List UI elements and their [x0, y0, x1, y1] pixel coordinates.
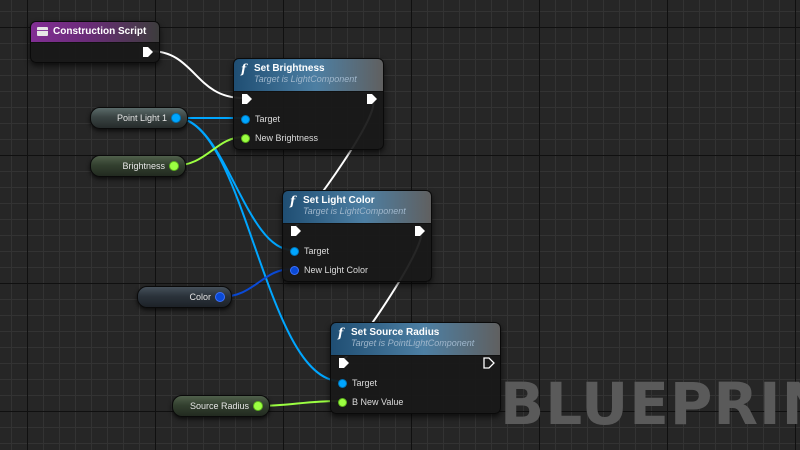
construction-script-node[interactable]: Construction Script	[30, 21, 160, 63]
node-header: f Set Source Radius Target is PointLight…	[331, 323, 500, 356]
color-pin[interactable]	[216, 293, 224, 301]
new-brightness-pin-row[interactable]: New Brightness	[242, 133, 318, 143]
node-subtitle: Target is PointLightComponent	[351, 338, 475, 348]
target-pin-row[interactable]: Target	[339, 378, 377, 388]
exec-out-pin[interactable]	[415, 226, 425, 236]
pin-label: New Brightness	[255, 133, 319, 143]
set-brightness-node[interactable]: f Set Brightness Target is LightComponen…	[233, 58, 384, 150]
node-title: Construction Script	[53, 26, 147, 37]
source-radius-variable-node[interactable]: Source Radius	[172, 395, 270, 417]
variable-label: Color	[189, 292, 211, 302]
exec-out-pin[interactable]	[367, 94, 377, 104]
node-header: f Set Brightness Target is LightComponen…	[234, 59, 383, 92]
exec-out-pin-unconnected[interactable]	[483, 357, 495, 369]
pin-label: Target	[255, 114, 281, 124]
exec-in-pin[interactable]	[242, 94, 252, 104]
variable-label: Brightness	[122, 161, 165, 171]
object-pin[interactable]	[291, 247, 298, 255]
target-pin-row[interactable]: Target	[242, 114, 280, 124]
object-wire-to-radius-target[interactable]	[175, 117, 341, 382]
variable-label: Source Radius	[189, 401, 249, 411]
brightness-variable-node[interactable]: Brightness	[90, 155, 186, 177]
pin-label: B New Value	[352, 397, 404, 407]
color-pin[interactable]	[291, 266, 298, 274]
object-pin[interactable]	[242, 115, 249, 123]
node-subtitle: Target is LightComponent	[303, 206, 406, 216]
pin-label: New Light Color	[304, 265, 369, 275]
target-pin-row[interactable]: Target	[291, 246, 329, 256]
function-icon: f	[241, 62, 247, 76]
float-pin[interactable]	[170, 162, 178, 170]
node-header: f Set Light Color Target is LightCompone…	[283, 191, 431, 224]
set-source-radius-node[interactable]: f Set Source Radius Target is PointLight…	[330, 322, 501, 414]
exec-in-pin[interactable]	[339, 358, 349, 368]
new-value-pin-row[interactable]: B New Value	[339, 397, 403, 407]
variable-label: Point Light 1	[116, 113, 167, 123]
node-title: Set Light Color	[303, 195, 375, 206]
node-header: Construction Script	[31, 22, 159, 43]
event-icon	[37, 27, 48, 36]
new-light-color-pin-row[interactable]: New Light Color	[291, 265, 368, 275]
object-pin[interactable]	[172, 114, 180, 122]
float-pin[interactable]	[339, 398, 346, 406]
exec-out-pin[interactable]	[143, 47, 153, 57]
node-title: Set Brightness	[254, 63, 325, 74]
pin-label: Target	[352, 378, 378, 388]
object-pin[interactable]	[339, 379, 346, 387]
function-icon: f	[290, 194, 296, 208]
pin-label: Target	[304, 246, 330, 256]
float-pin[interactable]	[254, 402, 262, 410]
float-pin[interactable]	[242, 134, 249, 142]
set-light-color-node[interactable]: f Set Light Color Target is LightCompone…	[282, 190, 432, 282]
node-title: Set Source Radius	[351, 327, 440, 338]
function-icon: f	[338, 326, 344, 340]
node-subtitle: Target is LightComponent	[254, 74, 357, 84]
exec-in-pin[interactable]	[291, 226, 301, 236]
color-variable-node[interactable]: Color	[137, 286, 232, 308]
exec-wire-event-to-brightness[interactable]	[149, 50, 244, 99]
point-light-variable-node[interactable]: Point Light 1	[90, 107, 188, 129]
blueprint-watermark: BLUEPRINT	[500, 370, 800, 438]
